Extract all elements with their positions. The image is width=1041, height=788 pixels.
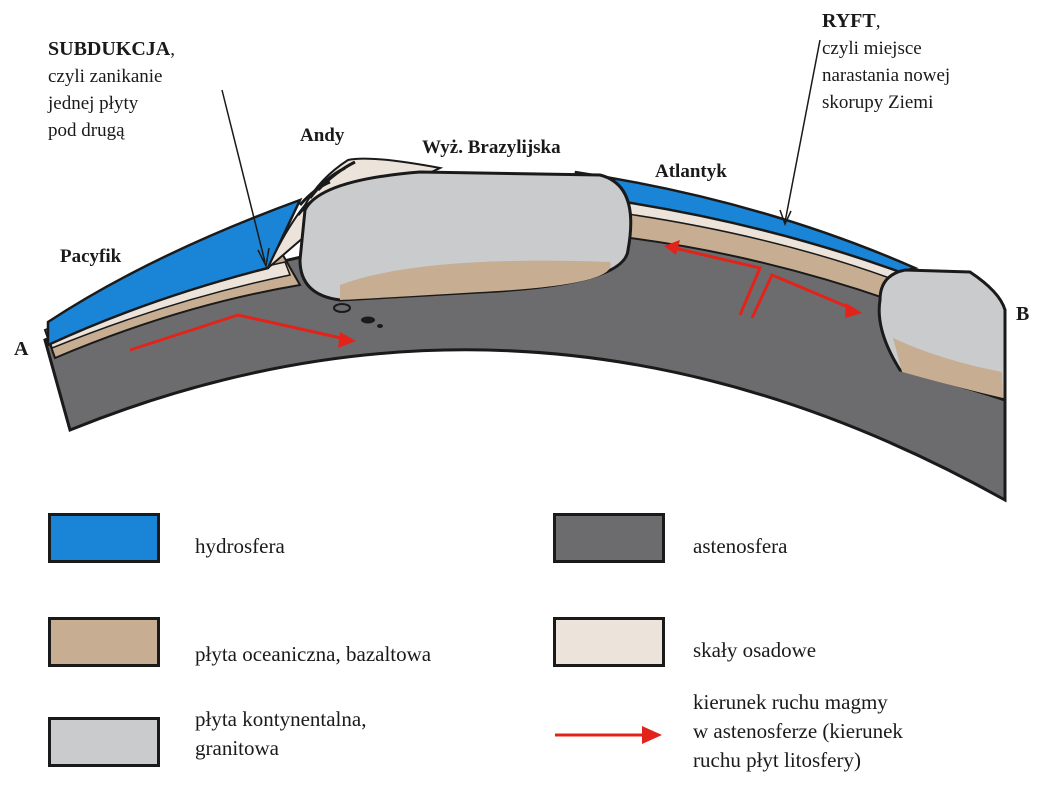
atlantic-label: Atlantyk <box>655 160 727 184</box>
pacific-label: Pacyfik <box>60 245 121 269</box>
legend-swatch-sedimentary <box>553 617 665 667</box>
legend-continental-line1: płyta kontynentalna, <box>195 707 366 731</box>
slab-fragment <box>361 317 375 324</box>
subduction-label: SUBDUKCJA, czyli zanikanie jednej płyty … <box>48 36 175 144</box>
legend-swatch-oceanic-plate <box>48 617 160 667</box>
point-b-label: B <box>1016 302 1029 327</box>
subduction-comma: , <box>170 39 175 60</box>
point-a-label: A <box>14 337 28 362</box>
legend-label-sedimentary: skały osadowe <box>693 636 816 665</box>
slab-fragment <box>377 324 383 328</box>
andes-label: Andy <box>300 124 344 148</box>
legend-magma-line1: kierunek ruchu magmy <box>693 690 888 714</box>
legend-label-continental-plate: płyta kontynentalna, granitowa <box>195 705 366 763</box>
subduction-desc-line2: jednej płyty <box>48 93 138 114</box>
legend-label-asthenosphere: astenosfera <box>693 532 787 561</box>
legend-magma-line2: w astenosferze (kierunek <box>693 719 903 743</box>
legend-label-hydrosphere: hydrosfera <box>195 532 285 561</box>
subduction-title: SUBDUKCJA <box>48 38 170 60</box>
rift-comma: , <box>876 11 881 32</box>
subduction-desc-line1: czyli zanikanie <box>48 66 162 87</box>
slab-fragment <box>334 304 350 312</box>
rift-desc-line3: skorupy Ziemi <box>822 92 933 113</box>
rift-desc-line1: czyli miejsce <box>822 38 922 59</box>
legend-swatch-asthenosphere <box>553 513 665 563</box>
rift-title: RYFT <box>822 10 876 32</box>
subduction-desc-line3: pod drugą <box>48 120 125 141</box>
legend-arrow-head <box>642 726 662 744</box>
brazil-highlands-label: Wyż. Brazylijska <box>422 136 561 160</box>
legend-continental-line2: granitowa <box>195 736 279 760</box>
legend-label-magma-direction: kierunek ruchu magmy w astenosferze (kie… <box>693 688 903 775</box>
rift-desc-line2: narastania nowej <box>822 65 950 86</box>
rift-pointer <box>785 40 820 222</box>
legend-magma-line3: ruchu płyt litosfery) <box>693 748 861 772</box>
legend-swatch-continental-plate <box>48 717 160 767</box>
legend-swatch-hydrosphere <box>48 513 160 563</box>
legend-label-oceanic-plate: płyta oceaniczna, bazaltowa <box>195 640 431 669</box>
rift-label: RYFT, czyli miejsce narastania nowej sko… <box>822 8 950 116</box>
